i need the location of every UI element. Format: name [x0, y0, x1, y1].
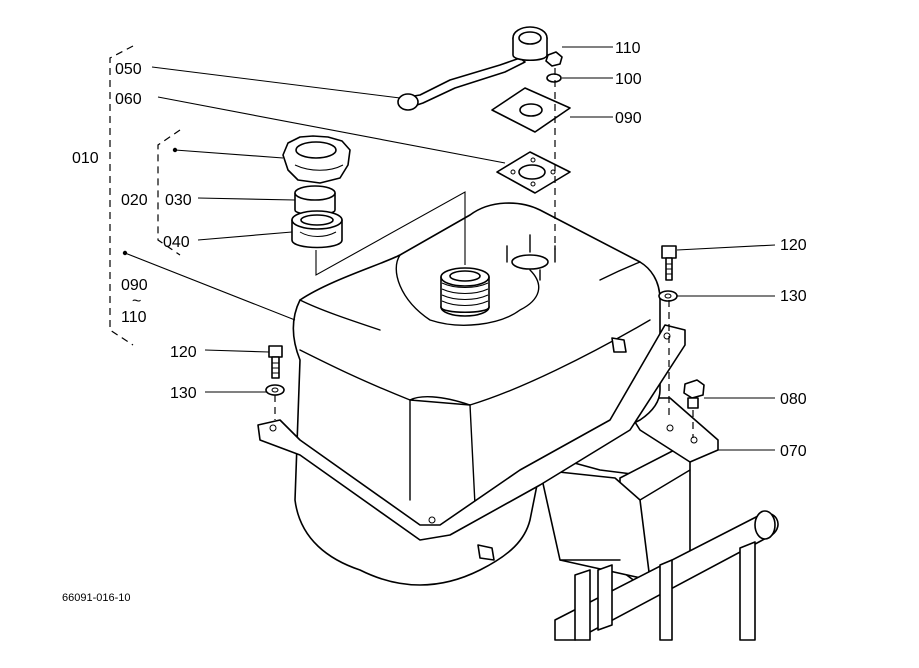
bolt-120-left — [268, 345, 283, 379]
gasket-090 — [491, 87, 571, 133]
label-130-left: 130 — [170, 385, 197, 402]
label-050: 050 — [115, 61, 142, 78]
label-110-left: 110 — [121, 309, 147, 326]
strainer-030 — [294, 185, 336, 216]
label-120-left: 120 — [170, 344, 197, 361]
label-range-separator: ~ — [132, 293, 141, 310]
filler-neck — [440, 267, 490, 317]
label-080: 080 — [780, 391, 807, 408]
gasket-060 — [496, 151, 571, 194]
drawing-reference-number: 66091-016-10 — [62, 592, 131, 604]
leader-dot-020 — [172, 147, 178, 153]
label-040: 040 — [163, 234, 190, 251]
fuel-tank — [257, 202, 686, 586]
washer-130-right — [658, 290, 678, 302]
drain-plug-080 — [683, 379, 705, 409]
label-100: 100 — [615, 71, 642, 88]
frame-rail — [554, 510, 779, 641]
fuel-gauge-050 — [397, 26, 548, 111]
washer-100 — [546, 73, 562, 83]
label-120-right: 120 — [780, 237, 807, 254]
label-130-right: 130 — [780, 288, 807, 305]
washer-130-left — [265, 384, 285, 396]
label-090-top: 090 — [615, 110, 642, 127]
label-070: 070 — [780, 443, 807, 460]
label-030: 030 — [165, 192, 192, 209]
label-110-top: 110 — [615, 40, 641, 57]
assembly-dash-lines — [109, 45, 694, 438]
leader-lines — [124, 46, 776, 451]
seal-040 — [291, 210, 343, 249]
bolt-120-right — [661, 245, 677, 281]
label-060: 060 — [115, 91, 142, 108]
nut-110 — [545, 51, 563, 67]
leader-dot-010 — [122, 250, 128, 256]
label-010: 010 — [72, 150, 99, 167]
label-020: 020 — [121, 192, 148, 209]
callout-labels: 050 060 010 020 030 040 090 ~ 110 110 10… — [72, 40, 807, 460]
label-090-left: 090 — [121, 277, 148, 294]
cap-alignment-line — [315, 191, 466, 276]
filler-cap-020 — [282, 135, 351, 184]
